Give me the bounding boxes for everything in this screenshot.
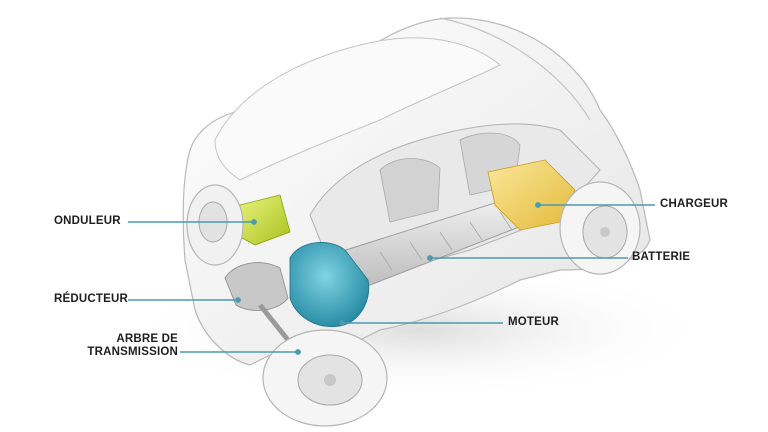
front-left-wheel <box>186 184 244 266</box>
leader-batterie-dot <box>427 255 433 261</box>
leader-onduleur-dot <box>251 219 257 225</box>
battery-cells <box>379 211 513 271</box>
rear-wheel <box>559 181 641 275</box>
label-onduleur: ONDULEUR <box>54 215 121 227</box>
windshield <box>214 37 501 181</box>
label-arbre-line1: ARBRE DE <box>116 333 178 345</box>
leader-lines <box>128 202 655 355</box>
front-seat <box>379 158 441 223</box>
label-reducteur: RÉDUCTEUR <box>54 293 128 305</box>
label-arbre-de-transmission: ARBRE DE TRANSMISSION <box>86 333 178 359</box>
label-moteur: MOTEUR <box>508 316 560 328</box>
motor-unit <box>289 242 370 328</box>
leader-chargeur-dot <box>535 202 541 208</box>
label-chargeur: CHARGEUR <box>660 198 729 210</box>
front-right-wheel <box>262 329 388 427</box>
label-batterie: BATTERIE <box>632 251 691 263</box>
roof-line <box>439 17 591 121</box>
leader-moteur-dot <box>339 320 345 326</box>
leader-reducteur-dot <box>235 297 241 303</box>
label-arbre-line2: TRANSMISSION <box>87 346 178 358</box>
reducer-unit <box>224 262 289 311</box>
leader-arbre-dot <box>295 349 301 355</box>
cabin-cutaway <box>309 123 601 276</box>
